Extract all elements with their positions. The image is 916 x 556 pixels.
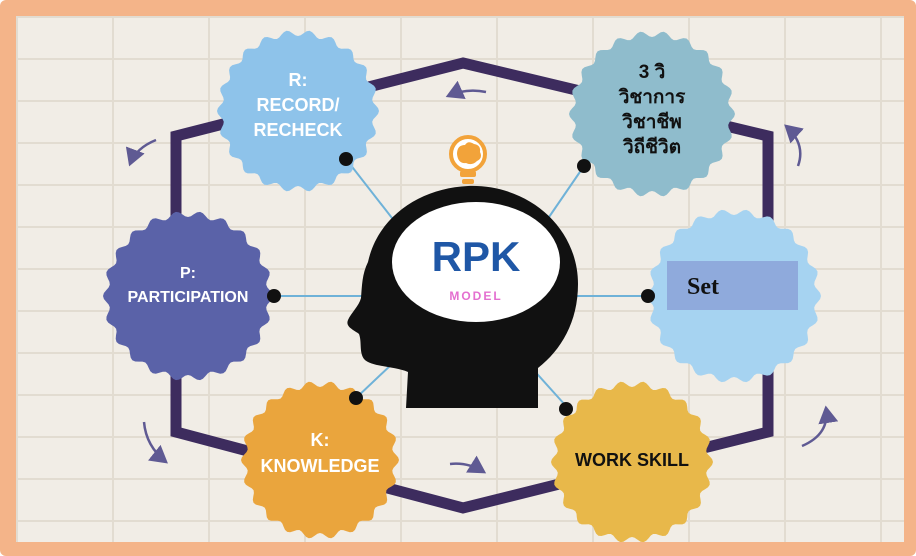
participation-label: PARTICIPATION (128, 289, 249, 306)
rpk-model-diagram: R: RECORD/ RECHECK 3 วิ วิชาการ วิชาชีพ … (103, 30, 839, 542)
node-record: R: RECORD/ RECHECK (217, 30, 379, 192)
knowledge-label: KNOWLEDGE (261, 456, 380, 476)
hexagon-ring (170, 57, 774, 514)
set-label: Set (687, 274, 719, 300)
set-box (667, 261, 798, 310)
withichiwit-label: วิถีชีวิต (623, 136, 681, 158)
brick-wall-background: R: RECORD/ RECHECK 3 วิ วิชาการ วิชาชีพ … (16, 16, 904, 542)
record-label: RECORD/ (256, 95, 339, 115)
participation-letter: P: (180, 265, 196, 282)
node-three-wi: 3 วิ วิชาการ วิชาชีพ วิถีชีวิต (569, 31, 735, 197)
record-letter: R: (289, 70, 308, 90)
brain-area (392, 202, 560, 322)
record-dot (339, 152, 353, 166)
rpk-title: RPK (432, 233, 521, 280)
cycle-arrow-bottom (449, 455, 487, 474)
three-wi-title: 3 วิ (639, 62, 666, 83)
cycle-arrow-top-left (125, 138, 157, 167)
lightbulb-brain-icon (449, 135, 487, 184)
knowledge-letter: K: (311, 430, 330, 450)
wichachip-label: วิชาชีพ (622, 111, 682, 133)
node-participation: P: PARTICIPATION (103, 211, 281, 381)
set-dot (641, 289, 655, 303)
cycle-arrow-bottom-right (801, 405, 839, 448)
node-knowledge: K: KNOWLEDGE (241, 381, 399, 539)
cycle-arrow-bottom-left (142, 421, 168, 464)
wichakan-label: วิชาการ (618, 87, 686, 108)
cycle-arrow-top-right (784, 124, 804, 167)
model-subtitle: MODEL (449, 289, 502, 303)
three-wi-dot (577, 159, 591, 173)
node-work-skill: WORK SKILL (551, 381, 713, 542)
recheck-label: RECHECK (253, 120, 342, 140)
knowledge-dot (349, 391, 363, 405)
work-skill-label: WORK SKILL (575, 450, 689, 470)
cycle-arrow-top (445, 80, 487, 100)
work-skill-dot (559, 402, 573, 416)
participation-dot (267, 289, 281, 303)
